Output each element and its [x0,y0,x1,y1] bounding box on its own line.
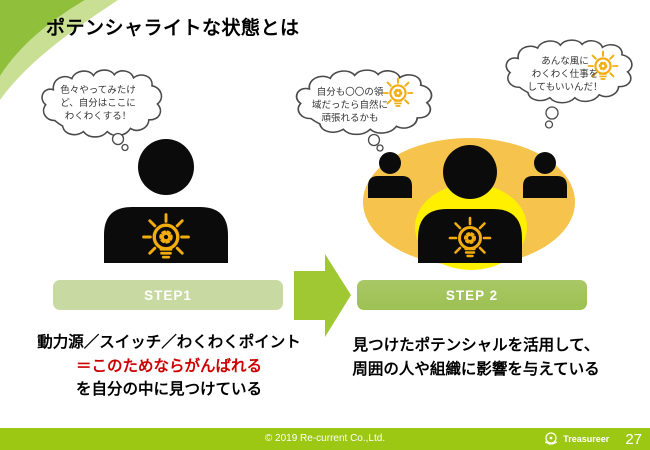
thought-cloud-middle-text: 自分も〇〇の領 域だったら自然に 頑張れるかも [295,86,405,125]
cloud-line: 域だったら自然に [311,100,388,111]
step1-label: STEP1 [144,287,192,303]
step2-caption: 見つけたポテンシャルを活用して、 周囲の人や組織に影響を与えている [330,334,622,381]
page-title: ポテンシャライトな状態とは [46,18,300,39]
step-arrow-icon [294,254,351,337]
caption-line: を自分の中に見つけている [75,381,262,398]
caption-line: 動力源／スイッチ／わくわくポイント [37,334,301,351]
cloud-line: わくわく仕事を [531,69,599,80]
page-number: 27 [625,430,642,448]
person-silhouette-side-right [523,152,567,198]
person-silhouette-side-left [368,152,412,198]
caption-line-highlight: ＝このためならがんばれる [75,357,262,375]
cloud-line: 頑張れるかも [321,113,379,124]
step1-caption: 動力源／スイッチ／わくわくポイント ＝このためならがんばれる を自分の中に見つけ… [18,331,320,402]
cloud-line: してもいいんだ！ [527,82,603,93]
group-scene [363,138,575,270]
thought-cloud-middle [295,69,433,152]
caption-line: 周囲の人や組織に影響を与えている [352,360,600,378]
cloud-line: あんな風に [541,56,589,67]
copyright-text: © 2019 Re-current Co.,Ltd. [264,433,386,444]
thought-cloud-right [505,39,633,129]
cloud-line: 色々やってみたけ [60,85,136,96]
thought-cloud-left [41,69,163,152]
step1-bar: STEP1 [53,280,283,310]
cloud-line: ど、自分はここに [60,98,136,109]
step2-bar: STEP 2 [357,280,587,310]
brand-name: Treasureer [563,434,610,444]
brand-block: Treasureer 27 [543,428,642,450]
cloud-line: わくわくする！ [64,111,132,122]
footer-bar: © 2019 Re-current Co.,Ltd. Treasureer 27 [0,428,650,450]
corner-swoosh-decoration [0,0,118,100]
cloud-line: 自分も〇〇の領 [316,87,384,98]
thought-cloud-right-text: あんな風に わくわく仕事を してもいいんだ！ [510,55,620,94]
treasureer-logo-icon [545,432,558,445]
person-silhouette-single [104,139,228,263]
step2-label: STEP 2 [445,287,499,303]
caption-line: 見つけたポテンシャルを活用して、 [352,337,600,354]
thought-cloud-left-text: 色々やってみたけ ど、自分はここに わくわくする！ [43,84,153,123]
